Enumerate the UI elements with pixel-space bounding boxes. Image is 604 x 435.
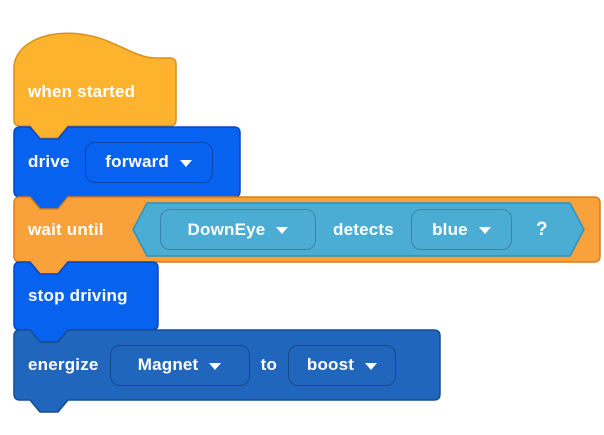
chevron-down-icon (365, 362, 378, 370)
block-wait-until[interactable]: wait until DownEye detects blue ? (14, 197, 600, 262)
block-stop-driving[interactable]: stop driving (14, 262, 158, 330)
wait-until-label: wait until (28, 219, 104, 239)
block-drive[interactable]: drive forward (14, 127, 240, 197)
chevron-down-icon (209, 362, 222, 370)
condition-question-mark: ? (535, 218, 548, 240)
drive-direction-dropdown[interactable]: forward (84, 141, 213, 183)
energize-to-label: to (260, 355, 278, 374)
block-when-started[interactable]: when started (14, 57, 176, 126)
drive-label: drive (28, 152, 70, 171)
block-energize[interactable]: energize Magnet to boost (14, 330, 440, 400)
energize-magnet-dropdown[interactable]: Magnet (109, 344, 250, 386)
condition-sensor-value: DownEye (187, 219, 266, 239)
energize-mode-dropdown[interactable]: boost (288, 344, 397, 386)
condition-detects-block[interactable]: DownEye detects blue ? (133, 203, 584, 256)
energize-magnet-value: Magnet (137, 355, 199, 374)
energize-mode-value: boost (306, 355, 355, 374)
energize-label: energize (28, 355, 99, 374)
condition-color-dropdown[interactable]: blue (410, 209, 512, 250)
condition-verb-label: detects (333, 219, 394, 239)
when-started-label: when started (28, 81, 136, 101)
chevron-down-icon (276, 227, 289, 234)
chevron-down-icon (478, 227, 491, 234)
condition-color-value: blue (432, 219, 468, 239)
drive-direction-value: forward (105, 152, 170, 171)
condition-sensor-dropdown[interactable]: DownEye (160, 209, 316, 250)
chevron-down-icon (180, 159, 193, 167)
stop-driving-label: stop driving (28, 286, 128, 305)
